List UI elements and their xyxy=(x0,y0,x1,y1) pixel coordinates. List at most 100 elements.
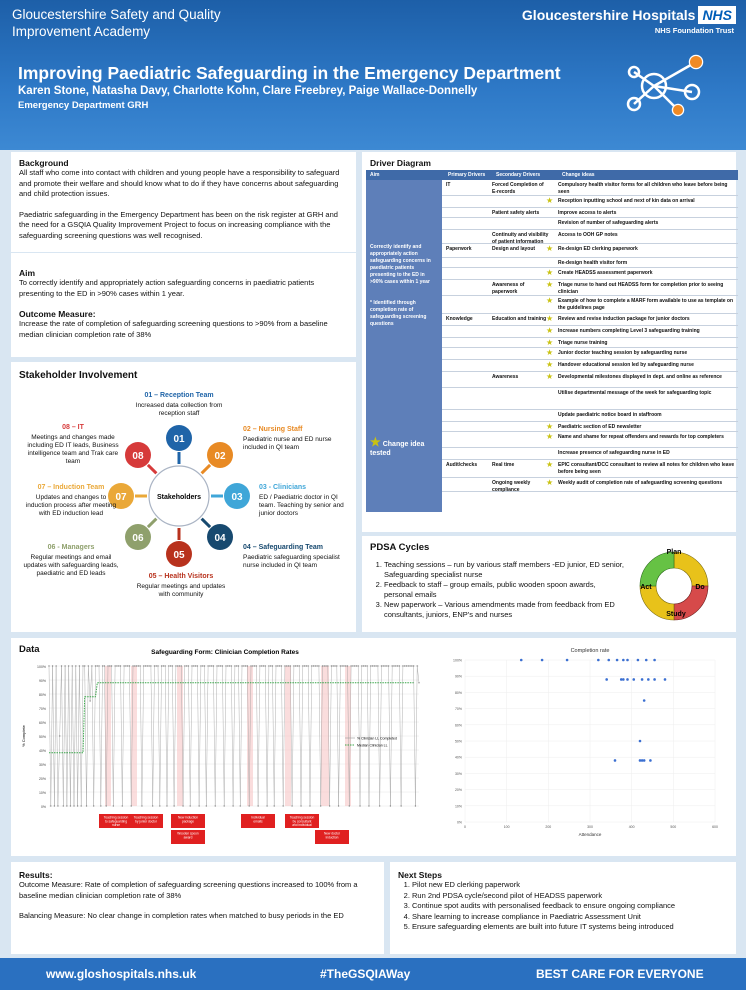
completion-point xyxy=(114,665,116,667)
stakeholder-01: 01 – Reception Team Increased data colle… xyxy=(129,392,229,418)
stakeholder-node-number: 06 xyxy=(132,533,144,544)
driver-row: Awareness★Developmental milestones displ… xyxy=(442,372,738,388)
change-idea: Review and revise induction package for … xyxy=(558,316,690,322)
change-idea: Weekly audit of completion rate of safeg… xyxy=(558,480,723,486)
stakeholder-04-desc: Paediatric safeguarding specialist nurse… xyxy=(243,554,340,569)
cycle-plan-segment xyxy=(639,551,675,587)
star-icon: ★ xyxy=(546,432,554,441)
completion-point xyxy=(286,665,288,667)
completion-point xyxy=(234,665,236,667)
completion-point xyxy=(375,665,377,667)
star-icon: ★ xyxy=(546,460,554,469)
completion-point xyxy=(407,665,409,667)
completion-point xyxy=(266,805,268,807)
secondary-driver: Awareness xyxy=(492,374,519,380)
completion-point xyxy=(400,805,402,807)
completion-point xyxy=(346,665,349,667)
completion-point xyxy=(391,665,393,667)
stakeholder-node xyxy=(124,524,151,551)
completion-point xyxy=(130,805,132,807)
completion-point xyxy=(119,665,122,667)
completion-point xyxy=(110,665,113,667)
scatter-point xyxy=(607,658,611,662)
x-tick-label: 0 xyxy=(464,825,466,829)
stakeholder-06-desc: Regular meetings and email updates with … xyxy=(23,554,119,577)
next-steps-heading: Next Steps xyxy=(398,870,442,880)
completion-point xyxy=(341,665,343,667)
completion-point xyxy=(84,665,86,667)
annotation-box xyxy=(315,830,349,844)
completion-point xyxy=(300,805,302,807)
completion-point xyxy=(239,805,241,807)
scatter-point xyxy=(597,658,600,662)
y-tick-label: 50% xyxy=(455,740,462,744)
cycle-study-label: Study xyxy=(666,611,686,618)
completion-point xyxy=(184,665,186,667)
footer-url[interactable]: www.gloshospitals.nhs.uk xyxy=(46,967,197,981)
star-icon: ★ xyxy=(546,338,554,347)
pdsa-item: Feedback to staff – group emails, public… xyxy=(384,580,624,600)
completion-point xyxy=(316,665,318,667)
completion-point xyxy=(126,665,129,667)
completion-point xyxy=(327,665,329,667)
annotation-text: Individual xyxy=(251,816,265,820)
change-idea: Increase numbers completing Level 3 safe… xyxy=(558,328,700,334)
stakeholder-node xyxy=(108,483,134,509)
completion-point xyxy=(141,805,143,807)
next-step-item: Continue spot audits with personalised f… xyxy=(412,901,732,912)
completion-point xyxy=(257,805,259,807)
completion-point xyxy=(198,805,200,807)
completion-point xyxy=(359,805,361,807)
star-icon: ★ xyxy=(546,314,554,323)
star-icon: ★ xyxy=(546,296,554,305)
secondary-driver: Ongoing weekly compliance xyxy=(492,480,531,493)
completion-point xyxy=(100,805,102,807)
completion-point xyxy=(60,665,63,667)
change-idea: Reception inputting school and next of k… xyxy=(558,198,695,204)
completion-point xyxy=(218,665,220,667)
academy-line-1: Gloucestershire Safety and Quality xyxy=(12,7,221,22)
driver-row: ★Paediatric section of ED newsletter xyxy=(442,422,738,432)
pdsa-item: Teaching sessions – run by various staff… xyxy=(384,560,624,580)
completion-point xyxy=(71,665,73,667)
completion-point xyxy=(164,665,166,667)
intervention-band xyxy=(131,666,137,806)
completion-point xyxy=(53,805,56,807)
completion-point xyxy=(278,665,281,667)
trust-name: Gloucestershire Hospitals xyxy=(521,7,696,23)
change-idea: Handover educational session led by safe… xyxy=(558,362,694,368)
secondary-driver: Patient safety alerts xyxy=(492,210,540,216)
stakeholder-node-number: 04 xyxy=(214,533,226,544)
completion-point xyxy=(144,665,147,667)
intervention-band xyxy=(321,666,329,806)
completion-point xyxy=(370,665,372,667)
stakeholder-node xyxy=(124,441,151,468)
completion-point xyxy=(169,665,172,667)
y-tick-label: 70% xyxy=(455,707,462,711)
completion-point xyxy=(153,665,156,667)
completion-point xyxy=(294,665,297,667)
results-balancing: Balancing Measure: No clear change in co… xyxy=(19,911,344,920)
driver-row: ★Example of how to complete a MARF form … xyxy=(442,296,738,314)
completion-point xyxy=(121,805,123,807)
completion-point xyxy=(182,805,184,807)
driver-aim-text: Correctly identify and appropriately act… xyxy=(370,244,431,285)
y-tick-label: 40% xyxy=(39,749,46,753)
completion-point xyxy=(176,665,179,667)
completion-point xyxy=(312,665,315,667)
completion-point xyxy=(377,665,379,667)
annotation-text: package xyxy=(182,819,194,823)
stakeholder-node xyxy=(166,541,192,567)
x-axis-label: Attendance xyxy=(579,832,602,837)
completion-point xyxy=(150,665,152,667)
completion-point xyxy=(384,665,386,667)
stakeholder-04: 04 – Safeguarding Team Paediatric safegu… xyxy=(243,544,351,570)
completion-point xyxy=(235,665,238,667)
intervention-band xyxy=(177,666,183,806)
change-idea: Re-design ED clerking paperwork xyxy=(558,246,638,252)
completion-point xyxy=(321,665,324,667)
completion-point xyxy=(318,665,320,667)
poster-footer: www.gloshospitals.nhs.uk #TheGSQIAWay BE… xyxy=(0,958,746,990)
driver-row: ★Triage nurse training xyxy=(442,338,738,348)
